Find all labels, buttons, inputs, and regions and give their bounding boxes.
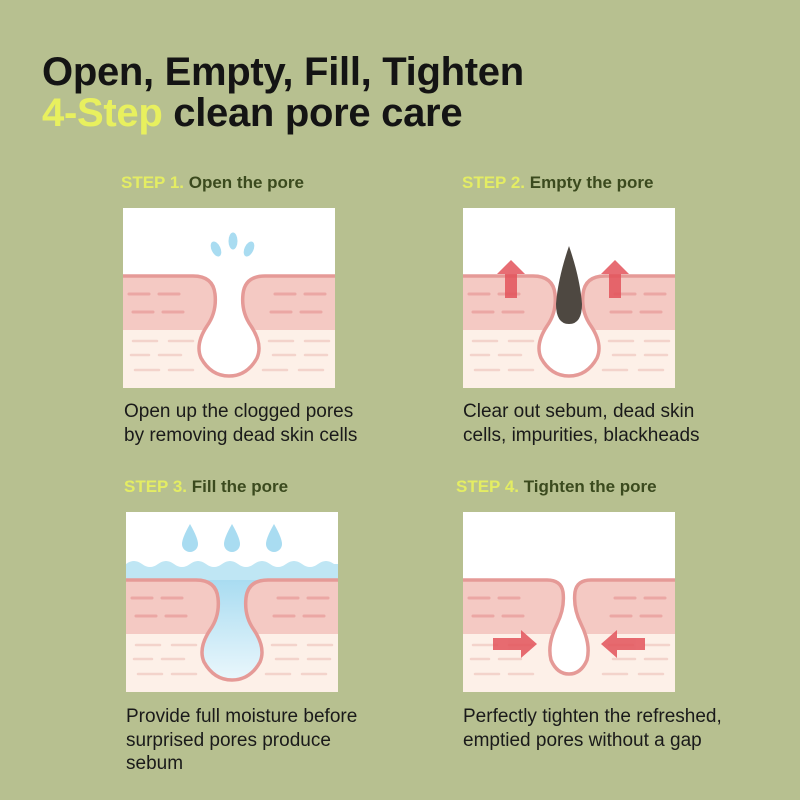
step-3-desc-line-1: Provide full moisture before — [126, 706, 358, 727]
step-4-illustration — [463, 512, 675, 692]
step-2-desc-line-1: Clear out sebum, dead skin — [463, 401, 695, 422]
title-rest: clean pore care — [162, 91, 463, 135]
title-line-2: 4-Step clean pore care — [42, 93, 524, 134]
step-1-name: Open the pore — [188, 173, 304, 192]
title-accent: 4-Step — [42, 91, 163, 135]
step-3-desc-line-2: surprised pores produce — [126, 729, 331, 751]
step-4-desc-line-1: Perfectly tighten the refreshed, — [463, 706, 722, 727]
step-3-heading: STEP 3. Fill the pore — [124, 477, 424, 497]
step-4-number: STEP 4. — [456, 477, 519, 496]
step-3-desc-line-3: sebum — [126, 753, 184, 774]
step-3-name: Fill the pore — [191, 477, 289, 496]
step-4-description: Perfectly tighten the refreshed, emptied… — [463, 705, 763, 752]
step-1-desc-line-2: by removing dead skin cells — [124, 424, 358, 446]
step-2-name: Empty the pore — [529, 173, 654, 192]
step-4-heading: STEP 4. Tighten the pore — [456, 477, 756, 497]
step-3-illustration — [126, 512, 338, 692]
step-2-heading: STEP 2. Empty the pore — [462, 173, 762, 193]
step-1-heading: STEP 1. Open the pore — [121, 173, 421, 193]
step-4-desc-line-2: emptied pores without a gap — [463, 729, 702, 751]
pore-tightening-icon — [463, 578, 675, 692]
step-3-number: STEP 3. — [124, 477, 187, 496]
step-1-number: STEP 1. — [121, 173, 184, 192]
step-1-desc-line-1: Open up the clogged pores — [124, 401, 354, 422]
step-2-description: Clear out sebum, dead skin cells, impuri… — [463, 400, 763, 447]
step-3-description: Provide full moisture before surprised p… — [126, 705, 426, 776]
pore-opening-icon — [123, 232, 335, 388]
page-title: Open, Empty, Fill, Tighten 4-Step clean … — [42, 52, 524, 134]
step-2-number: STEP 2. — [462, 173, 525, 192]
step-1-description: Open up the clogged pores by removing de… — [124, 400, 424, 447]
step-2-illustration — [463, 208, 675, 388]
step-4-name: Tighten the pore — [523, 477, 657, 496]
pore-emptying-icon — [463, 246, 675, 388]
title-line-1: Open, Empty, Fill, Tighten — [42, 50, 524, 94]
pore-filling-icon — [126, 524, 338, 692]
step-1-illustration — [123, 208, 335, 388]
step-2-desc-line-2: cells, impurities, blackheads — [463, 424, 700, 446]
